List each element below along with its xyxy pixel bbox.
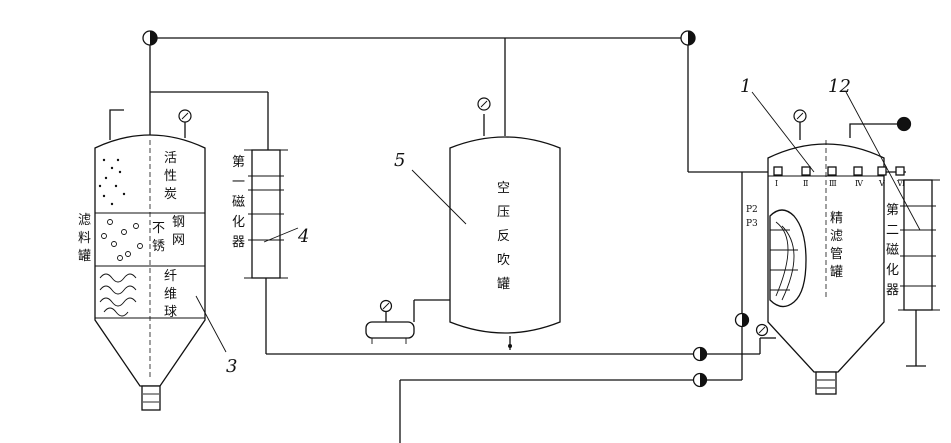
layer1-char-3: 炭 [164,187,177,202]
air-tank-char-3: 反 [497,229,510,244]
activated-carbon-media [98,158,126,206]
valve-top-left[interactable] [142,30,158,46]
layer3-char-1: 纤 [164,269,177,284]
magnetizer1-char-4: 化 [232,215,245,230]
air-backflush-tank [449,38,561,350]
magnetizer-outlet-pipe [265,278,776,355]
pipe-marker-p2: P2 [746,205,758,215]
filter-tank-side-label-1: 滤 [78,213,91,228]
precision-tank-char-2: 滤 [830,229,843,244]
filter-media-tank [94,109,206,411]
fiber-ball-media [99,273,137,317]
filter-tube-label-2: Ⅱ [803,179,808,188]
layer2b-char-2: 网 [172,233,185,248]
magnetizer1-char-1: 第 [232,155,245,170]
magnetizer2-char-4: 化 [886,263,899,278]
pressure-gauge-air-tank [477,97,491,111]
filter-tube-label-4: Ⅳ [855,179,864,188]
precision-tank-char-3: 管 [830,247,843,262]
valve-top-right[interactable] [680,30,696,46]
component-number-12: 12 [828,76,851,97]
leader-line-3 [195,295,227,353]
pressure-gauge-compressor [379,299,393,313]
valve-drain-line[interactable] [692,372,708,388]
valve-mid-line[interactable] [692,346,708,362]
component-number-4: 4 [297,226,309,247]
layer1-char-2: 性 [164,169,177,184]
air-tank-char-5: 罐 [497,277,510,292]
filter-tube-label-3: Ⅲ [829,179,837,188]
filter-tube-headers [773,166,905,176]
layer3-char-2: 维 [164,287,177,302]
pressure-gauge-inlet [755,323,769,337]
air-compressor [365,299,450,344]
filter-tank-side-label-2: 料 [78,231,91,246]
air-tank-char-1: 空 [497,181,510,196]
leader-line-1 [751,91,815,173]
pipe-marker-p3: P3 [746,219,758,229]
component-number-5: 5 [394,150,405,171]
layer2b-char-1: 钢 [172,215,185,230]
drain-pipe [399,172,743,443]
steel-mesh-media [101,219,143,261]
precision-filter-tank [767,122,900,395]
leader-line-4 [263,227,299,243]
magnetizer2-char-5: 器 [886,283,899,298]
filter-tube-label-6: Ⅵ [896,179,905,188]
magnetizer2-char-3: 磁 [886,243,899,258]
precision-tank-char-1: 精 [830,211,843,226]
valve-precision-vent[interactable] [896,116,912,132]
magnetizer2-char-2: 二 [886,223,899,238]
layer2a-char-1: 不 [152,221,165,236]
filter-cartridge [769,209,807,308]
leader-line-5 [411,169,467,225]
first-magnetizer [244,149,288,279]
valve-vertical-line[interactable] [734,312,750,328]
component-number-1: 1 [740,76,751,97]
magnetizer1-char-3: 磁 [232,195,245,210]
leader-line-12 [845,91,921,231]
component-number-3: 3 [226,356,237,377]
pressure-gauge-precision-tank [793,109,807,123]
air-tank-char-4: 吹 [497,253,510,268]
layer1-char-1: 活 [164,151,177,166]
filter-tank-side-label-3: 罐 [78,249,91,264]
filter-tube-label-5: Ⅴ [878,179,885,188]
second-magnetizer [898,179,940,367]
magnetizer1-char-5: 器 [232,235,245,250]
magnetizer1-char-2: 一 [232,175,245,190]
layer3-char-3: 球 [164,305,177,320]
layer2a-char-2: 锈 [152,239,165,254]
pressure-gauge-filter-tank [178,109,192,123]
filter-tube-label-1: Ⅰ [775,179,778,188]
magnetizer2-char-1: 第 [886,203,899,218]
precision-tank-char-4: 罐 [830,265,843,280]
air-tank-char-2: 压 [497,205,510,220]
